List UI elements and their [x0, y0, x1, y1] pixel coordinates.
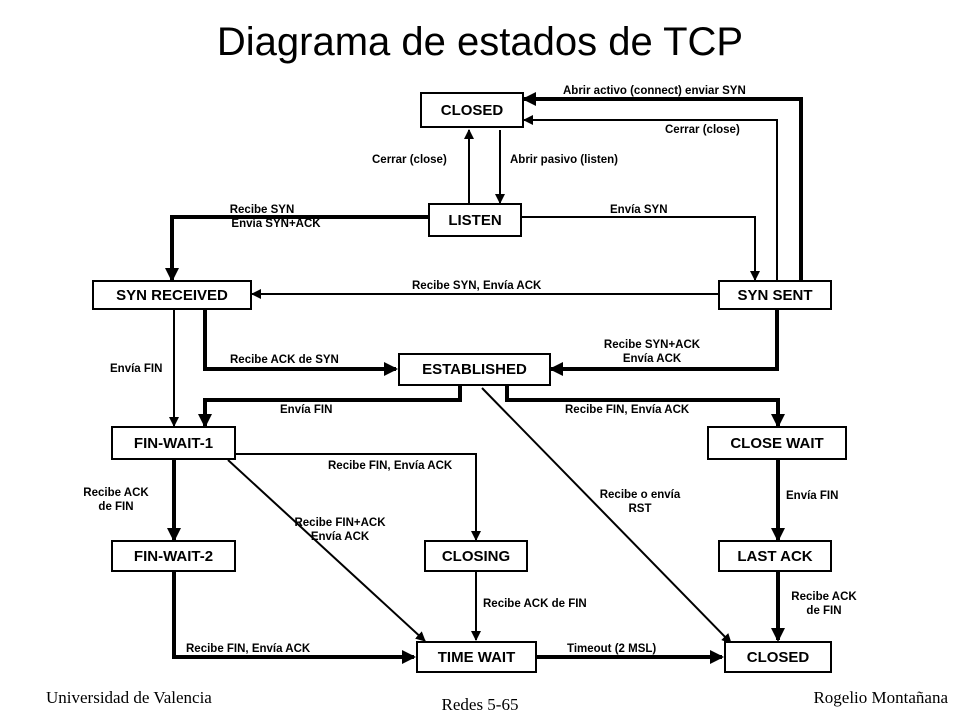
arrow-established-finwait1: [198, 385, 462, 428]
label-send-fin-closewait: Envía FIN: [786, 490, 839, 502]
state-fin-wait-2: FIN-WAIT-2: [111, 540, 236, 572]
arrow-finwait2-timewait: [172, 572, 416, 664]
state-last-ack: LAST ACK: [718, 540, 832, 572]
label-recv-ack-fin-finwait1: Recibe ACK de FIN: [78, 486, 154, 514]
footer-left: Universidad de Valencia: [46, 688, 212, 707]
arrow-synsent-established: [549, 310, 779, 376]
arrow-finwait1-timewait: [227, 459, 426, 642]
label-recv-synack: Recibe SYN+ACK: [603, 339, 701, 351]
label-close-syn-sent: Cerrar (close): [665, 124, 740, 136]
label-recv-ack-of-syn: Recibe ACK de SYN: [230, 354, 339, 366]
label-recv-or-send-rst: Recibe o envía RST: [590, 488, 690, 516]
arrow-active-open: [522, 92, 803, 282]
page-title: Diagrama de estados de TCP: [216, 20, 744, 64]
label-send-fin-established: Envía FIN: [280, 404, 333, 416]
label-lastack-1: Recibe ACK: [791, 591, 857, 603]
state-closing: CLOSING: [424, 540, 528, 572]
state-closed-top: CLOSED: [420, 92, 524, 128]
arrow-rst: [481, 387, 732, 644]
label-rst-2: RST: [628, 503, 652, 515]
label-send-syn: Envía SYN: [610, 204, 668, 216]
arrow-established-closewait: [505, 385, 785, 428]
state-close-wait: CLOSE WAIT: [707, 426, 847, 460]
label-recv-finack: Recibe FIN+ACK Envía ACK: [290, 516, 390, 544]
label-recv-syn-send-ack: Recibe SYN, Envía ACK: [412, 280, 542, 292]
label-recv-finack-1: Recibe FIN+ACK: [294, 517, 386, 529]
label-recv-synack-send-ack: Recibe SYN+ACK Envía ACK: [590, 338, 714, 366]
label-rst-1: Recibe o envía: [599, 489, 681, 501]
label-close-listen: Cerrar (close): [372, 154, 447, 166]
label-recv-syn-send-synack: Recibe SYN Envía SYN+ACK: [230, 203, 336, 231]
arrow-listen-syn-sent: [522, 216, 760, 281]
arrow-listen-syn-received: [165, 215, 428, 282]
label-recv-fin-finwait2: Recibe FIN, Envía ACK: [186, 643, 311, 655]
label-recv-ack-1: Recibe ACK: [83, 487, 149, 499]
arrow-synrcvd-established: [203, 310, 398, 376]
label-recv-fin-established: Recibe FIN, Envía ACK: [565, 404, 690, 416]
label-recv-finack-2: Envía ACK: [310, 531, 370, 543]
state-syn-received: SYN RECEIVED: [92, 280, 252, 310]
label-recv-fin-finwait1: Recibe FIN, Envía ACK: [328, 460, 453, 472]
state-listen: LISTEN: [428, 203, 522, 237]
arrow-close-syn-sent: [523, 115, 778, 282]
label-active-open: Abrir activo (connect) enviar SYN: [563, 85, 746, 97]
label-send-synack: Envía SYN+ACK: [231, 218, 321, 230]
label-recv-ack-fin-closing: Recibe ACK de FIN: [483, 598, 587, 610]
state-time-wait: TIME WAIT: [416, 641, 537, 673]
label-passive-open: Abrir pasivo (listen): [510, 154, 618, 166]
state-fin-wait-1: FIN-WAIT-1: [111, 426, 236, 460]
footer-center: Redes 5-65: [441, 695, 519, 714]
arrow-finwait1-closing: [236, 453, 481, 541]
label-timeout: Timeout (2 MSL): [567, 643, 657, 655]
state-closed-bottom: CLOSED: [724, 641, 832, 673]
label-lastack-2: de FIN: [806, 605, 842, 617]
state-syn-sent: SYN SENT: [718, 280, 832, 310]
footer-right: Rogelio Montañana: [813, 688, 948, 707]
state-established: ESTABLISHED: [398, 353, 551, 386]
label-recv-ack-2: de FIN: [98, 501, 134, 513]
label-send-fin-synrcvd: Envía FIN: [110, 363, 163, 375]
label-recv-synack-ack: Envía ACK: [622, 353, 682, 365]
label-recv-ack-fin-lastack: Recibe ACK de FIN: [784, 590, 864, 618]
label-recv-syn: Recibe SYN: [229, 204, 295, 216]
